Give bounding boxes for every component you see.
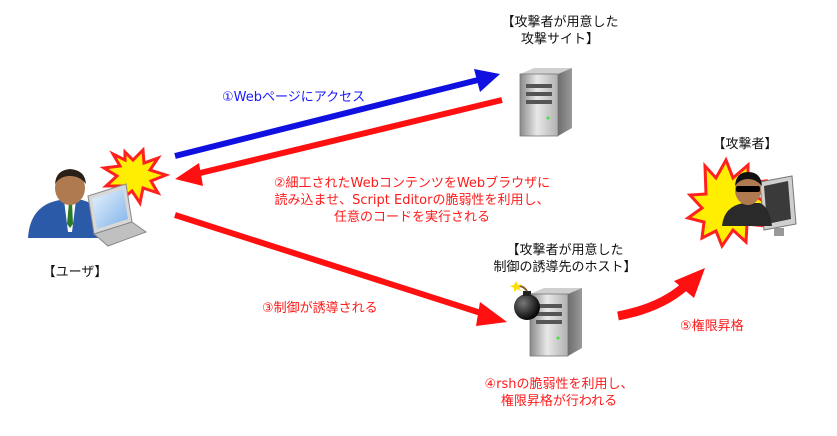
bomb-icon (510, 281, 540, 320)
user-label: 【ユーザ】 (42, 265, 108, 280)
control-host-label: 【攻撃者が用意した 制御の誘導先のホスト】 (470, 242, 660, 276)
step2-label-line3: 任意のコードを実行される (333, 210, 490, 225)
step2-label: ②細工されたWebコンテンツをWebブラウザに 読み込ませ、Script Edi… (232, 175, 592, 226)
step1-label: ①Webページにアクセス (222, 90, 366, 105)
control-host-label-line2: 制御の誘導先のホスト】 (493, 260, 637, 275)
attacker-label: 【攻撃者】 (712, 137, 778, 152)
step2-label-line2: 読み込ませ、Script Editorの脆弱性を利用し、 (274, 193, 550, 208)
attacker-site-label-line2: 攻撃サイト】 (520, 32, 599, 47)
step5-label: ⑤権限昇格 (680, 319, 744, 334)
step4-label-line1: ④rshの脆弱性を利用し、 (484, 377, 634, 392)
attacker-site-label-line1: 【攻撃者が用意した (501, 15, 619, 30)
explosion-icon (99, 146, 171, 207)
step3-label: ③制御が誘導される (262, 301, 378, 316)
attacker-site-label: 【攻撃者が用意した 攻撃サイト】 (480, 14, 640, 48)
step4-label-line2: 権限昇格が行われる (500, 394, 618, 409)
step4-label: ④rshの脆弱性を利用し、 権限昇格が行われる (464, 376, 654, 410)
control-host-label-line1: 【攻撃者が用意した (506, 243, 624, 258)
server-with-bomb-icon (529, 288, 582, 357)
malicious-content-arrow (175, 97, 503, 186)
privilege-escalation-arrow (617, 268, 705, 321)
control-redirect-arrow (174, 212, 507, 326)
step2-label-line1: ②細工されたWebコンテンツをWebブラウザに (273, 176, 551, 191)
server-icon (519, 68, 572, 137)
hacker-with-computer-icon (722, 172, 797, 236)
access-arrow (174, 69, 500, 159)
user-with-laptop-icon (28, 169, 148, 247)
